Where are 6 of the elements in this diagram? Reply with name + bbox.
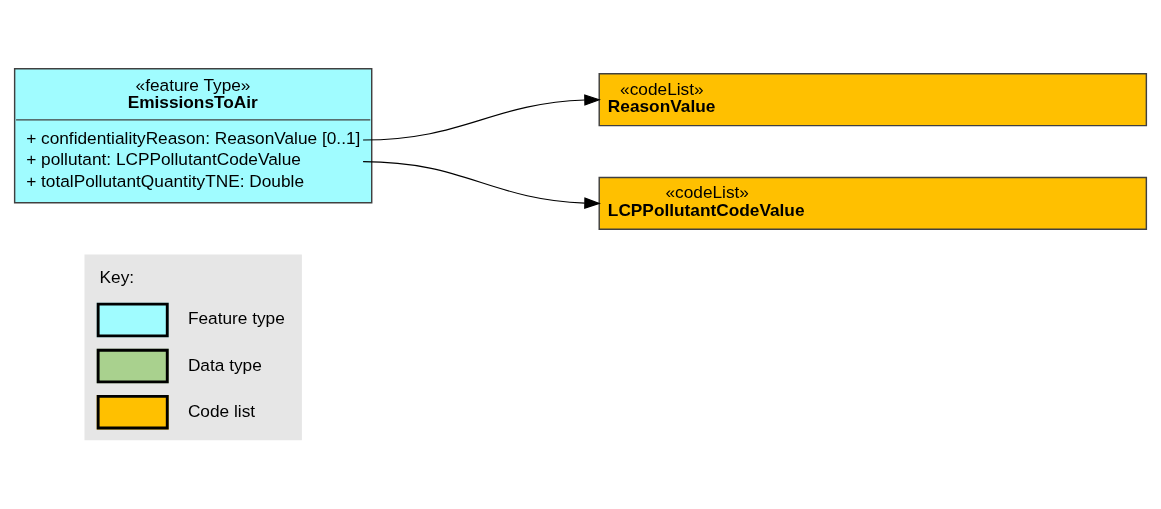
label: Key:: [99, 267, 135, 288]
legend-label: Code list: [187, 400, 256, 421]
arrow: [362, 94, 601, 141]
arrow: [362, 161, 601, 209]
legend-label: Data type: [187, 354, 262, 375]
legend-label: Feature type: [187, 308, 285, 329]
